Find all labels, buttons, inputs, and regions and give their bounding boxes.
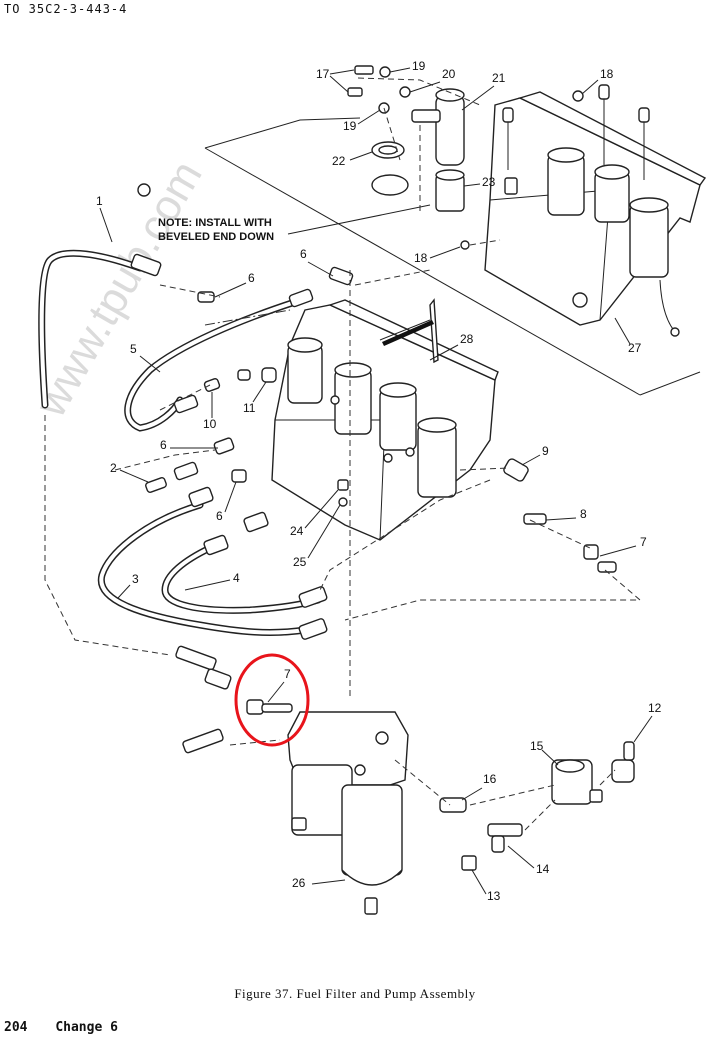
callout-8: 8 (580, 507, 587, 521)
callout-12: 12 (648, 701, 662, 715)
callout-25: 25 (293, 555, 307, 569)
right-side-parts (439, 741, 635, 871)
callout-21: 21 (492, 71, 506, 85)
page-number: 204 (4, 1020, 28, 1035)
callout-26: 26 (292, 876, 306, 890)
callout-15: 15 (530, 739, 544, 753)
callout-6d: 6 (216, 509, 223, 523)
callout-19b: 19 (343, 119, 357, 133)
callout-22: 22 (332, 154, 346, 168)
callout-27: 27 (628, 341, 642, 355)
callout-labels: 1 2 3 4 5 6 6 6 6 7 7 8 9 10 11 12 13 14 (96, 59, 662, 903)
callout-3: 3 (132, 572, 139, 586)
pump-bracket-middle (271, 298, 499, 541)
callout-2: 2 (110, 461, 117, 475)
callout-18a: 18 (600, 67, 614, 81)
callout-20: 20 (442, 67, 456, 81)
assembly-guide-lines (44, 77, 642, 831)
install-note: NOTE: INSTALL WITH BEVELED END DOWN (137, 183, 431, 243)
highlight-circle (234, 653, 310, 747)
callout-7: 7 (284, 667, 291, 681)
hoses (38, 249, 322, 636)
callout-6b: 6 (300, 247, 307, 261)
callout-6a: 6 (248, 271, 255, 285)
fuel-filter-assembly (287, 711, 409, 915)
callout-28: 28 (460, 332, 474, 346)
callout-24: 24 (290, 524, 304, 538)
callout-19a: 19 (412, 59, 426, 73)
svg-text:NOTE: INSTALL WITH: NOTE: INSTALL WITH (158, 217, 272, 229)
callout-18b: 18 (414, 251, 428, 265)
callout-7b: 7 (640, 535, 647, 549)
callout-16: 16 (483, 772, 497, 786)
page-footer: 204 Change 6 (4, 1020, 138, 1035)
pump-bracket-upper (484, 84, 707, 337)
callout-1: 1 (96, 194, 103, 208)
callout-23: 23 (482, 175, 496, 189)
callout-11: 11 (243, 401, 256, 415)
fittings (130, 253, 617, 754)
small-hardware-top (347, 65, 584, 250)
callout-13: 13 (487, 889, 501, 903)
callout-14: 14 (536, 862, 550, 876)
callout-5: 5 (130, 342, 137, 356)
figure-caption: Figure 37. Fuel Filter and Pump Assembly (234, 986, 476, 1001)
callout-9: 9 (542, 444, 549, 458)
change-number: Change 6 (55, 1020, 118, 1035)
svg-text:BEVELED END DOWN: BEVELED END DOWN (158, 231, 274, 243)
document-number: TO 35C2-3-443-4 (4, 2, 128, 16)
callout-4: 4 (233, 571, 240, 585)
callout-17: 17 (316, 67, 330, 81)
callout-10: 10 (203, 417, 217, 431)
callout-6c: 6 (160, 438, 167, 452)
